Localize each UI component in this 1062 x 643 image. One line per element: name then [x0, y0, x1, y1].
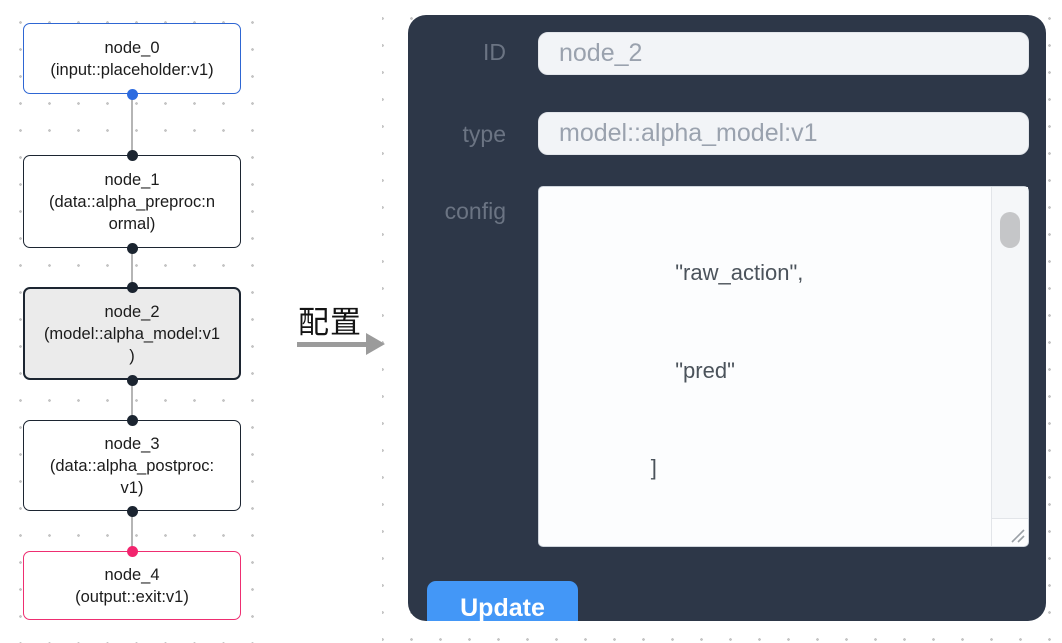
node-label-line: node_2: [104, 302, 160, 321]
node-label-line: (input::placeholder:v1): [50, 60, 214, 79]
node-label-line: (output::exit:v1): [75, 587, 189, 606]
edge-node1-node2[interactable]: [131, 248, 133, 287]
edge-node2-node3[interactable]: [131, 380, 133, 420]
flow-node-node_4[interactable]: node_4 (output::exit:v1): [23, 551, 241, 620]
textarea-resize-handle-icon[interactable]: [991, 518, 1028, 546]
node-label-line: ormal): [108, 214, 156, 233]
flow-node-node_0[interactable]: node_0 (input::placeholder:v1): [23, 23, 241, 94]
id-input[interactable]: [538, 32, 1029, 75]
id-field-label: ID: [483, 39, 506, 65]
port-node2-output[interactable]: [127, 375, 138, 386]
config-json-content: "raw_action", "pred" ] }, "trace": { "sc…: [539, 187, 991, 546]
node-config-panel: ID type config "raw_action", "pred" ] },…: [408, 15, 1046, 621]
node-label-line: (data::alpha_preproc:n: [48, 192, 216, 211]
port-node1-output[interactable]: [127, 243, 138, 254]
config-line: ]: [553, 455, 657, 480]
flow-node-node_2-selected[interactable]: node_2 (model::alpha_model:v1 ): [23, 287, 241, 380]
port-node3-input[interactable]: [127, 415, 138, 426]
node-label-line: (model::alpha_model:v1: [43, 324, 221, 343]
node-label-line: node_0: [104, 38, 160, 57]
configure-label: 配置: [298, 305, 362, 340]
config-line: "pred": [553, 357, 735, 383]
node-label-line: node_3: [104, 434, 160, 453]
node-label-line: node_4: [104, 565, 160, 584]
edge-node0-node1[interactable]: [131, 94, 133, 155]
right-arrow-icon: [297, 332, 397, 356]
port-node1-input[interactable]: [127, 150, 138, 161]
type-field-label: type: [462, 121, 506, 147]
node-label-line: (data::alpha_postproc:: [49, 456, 215, 475]
port-node3-output[interactable]: [127, 506, 138, 517]
config-line: "raw_action",: [553, 260, 804, 285]
config-textarea[interactable]: "raw_action", "pred" ] }, "trace": { "sc…: [538, 186, 1029, 547]
node-label-line: v1): [120, 478, 144, 497]
port-node2-input[interactable]: [127, 282, 138, 293]
flow-node-node_3[interactable]: node_3 (data::alpha_postproc: v1): [23, 420, 241, 511]
port-node4-input[interactable]: [127, 546, 138, 557]
config-scrollbar-track[interactable]: [991, 187, 1028, 519]
node-label-line: node_1: [104, 170, 160, 189]
node-label-line: ): [129, 346, 135, 365]
flow-node-node_1[interactable]: node_1 (data::alpha_preproc:n ormal): [23, 155, 241, 248]
port-node0-output[interactable]: [127, 89, 138, 100]
config-field-label: config: [444, 198, 506, 224]
config-scrollbar-thumb[interactable]: [1000, 212, 1020, 248]
update-button[interactable]: Update: [427, 581, 578, 621]
type-input[interactable]: [538, 112, 1029, 155]
edge-node3-node4[interactable]: [131, 511, 133, 551]
